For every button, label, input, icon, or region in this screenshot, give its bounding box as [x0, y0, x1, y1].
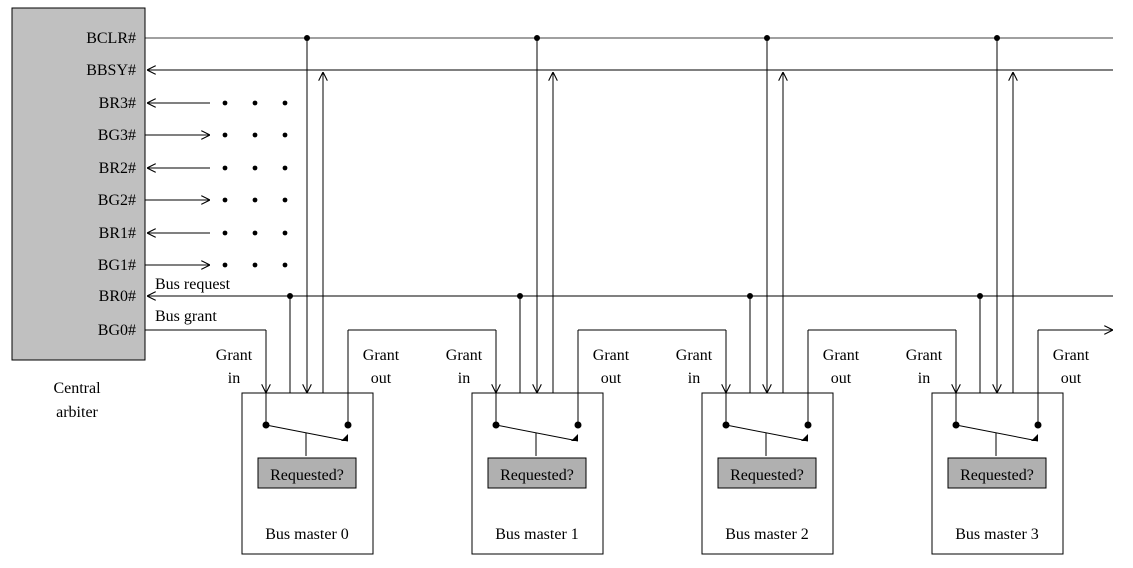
arbiter-signal-labels: BCLR# BBSY# BR3# BG3# BR2# BG2# BR1# BG1# BR0# BG… [86, 30, 136, 339]
requested-label: Requested? [960, 467, 1034, 484]
br3-continuation-dot-2 [282, 100, 288, 106]
bus-master-label: Bus master 1 [495, 526, 579, 543]
grant-in-label-line2: in [918, 370, 930, 387]
grant-out-label-line2: out [831, 370, 852, 387]
bus-master-label: Bus master 0 [265, 526, 349, 543]
br3-continuation-dot-1 [252, 100, 258, 106]
signal-label-br1: BR1# [99, 225, 136, 242]
bus-grant-label: Bus grant [155, 308, 217, 325]
grant-out-label-line2: out [601, 370, 622, 387]
grant-out-label-line1: Grant [593, 347, 630, 364]
bg2-continuation-dot-0 [222, 197, 228, 203]
bg3-continuation-dot-0 [222, 132, 228, 138]
switch-blade [725, 424, 809, 442]
grant-out-label-line1: Grant [1053, 347, 1090, 364]
signal-label-bclr: BCLR# [86, 30, 136, 47]
switch-output-contact [804, 421, 812, 429]
central-arbiter-caption-line1: Central [53, 380, 101, 397]
bg3-continuation-dot-1 [252, 132, 258, 138]
br2-continuation-dot-1 [252, 165, 258, 171]
bg2-continuation-dot-2 [282, 197, 288, 203]
signal-label-br2: BR2# [99, 160, 136, 177]
bus-master-label: Bus master 2 [725, 526, 809, 543]
requested-box [947, 457, 1047, 489]
signal-label-bg0: BG0# [98, 322, 136, 339]
grant-out-label-line2: out [1061, 370, 1082, 387]
requested-box [257, 457, 357, 489]
switch-blade-tip [571, 434, 578, 441]
grant-in-label-line2: in [688, 370, 700, 387]
requested-label: Requested? [270, 467, 344, 484]
signal-label-bg2: BG2# [98, 192, 136, 209]
requested-label: Requested? [500, 467, 574, 484]
signal-label-bg3: BG3# [98, 127, 136, 144]
switch-blade-tip [1031, 434, 1038, 441]
grant-out-label-line1: Grant [823, 347, 860, 364]
central-arbiter-box [11, 7, 146, 361]
bg1-continuation-dot-1 [252, 262, 258, 268]
switch-output-contact [574, 421, 582, 429]
signal-label-br3: BR3# [99, 95, 136, 112]
requested-label: Requested? [730, 467, 804, 484]
signal-label-bg1: BG1# [98, 257, 136, 274]
bg2-continuation-dot-1 [252, 197, 258, 203]
central-arbiter-caption-line2: arbiter [56, 404, 98, 421]
br1-continuation-dot-0 [222, 230, 228, 236]
requested-box [487, 457, 587, 489]
grant-in-label-line1: Grant [446, 347, 483, 364]
br2-continuation-dot-2 [282, 165, 288, 171]
grant-out-label-line1: Grant [363, 347, 400, 364]
br1-continuation-dot-1 [252, 230, 258, 236]
bg1-continuation-dot-2 [282, 262, 288, 268]
bg1-continuation-dot-0 [222, 262, 228, 268]
grant-in-label-line1: Grant [216, 347, 253, 364]
br3-continuation-dot-0 [222, 100, 228, 106]
switch-blade [495, 424, 579, 442]
switch-blade [265, 424, 349, 442]
br2-continuation-dot-0 [222, 165, 228, 171]
grant-in-label-line2: in [228, 370, 240, 387]
grant-out-label-line2: out [371, 370, 392, 387]
grant-in-label-line1: Grant [676, 347, 713, 364]
switch-output-contact [1034, 421, 1042, 429]
switch-output-contact [344, 421, 352, 429]
switch-blade [955, 424, 1039, 442]
br1-continuation-dot-2 [282, 230, 288, 236]
request-grant-arrows [145, 100, 288, 268]
grant-in-label-line2: in [458, 370, 470, 387]
bus-master-label: Bus master 3 [955, 526, 1039, 543]
requested-box [717, 457, 817, 489]
switch-blade-tip [801, 434, 808, 441]
signal-label-br0: BR0# [99, 288, 136, 305]
signal-label-bbsy: BBSY# [86, 62, 136, 79]
bg3-continuation-dot-2 [282, 132, 288, 138]
switch-blade-tip [341, 434, 348, 441]
grant-in-label-line1: Grant [906, 347, 943, 364]
bus-request-label: Bus request [155, 276, 231, 293]
